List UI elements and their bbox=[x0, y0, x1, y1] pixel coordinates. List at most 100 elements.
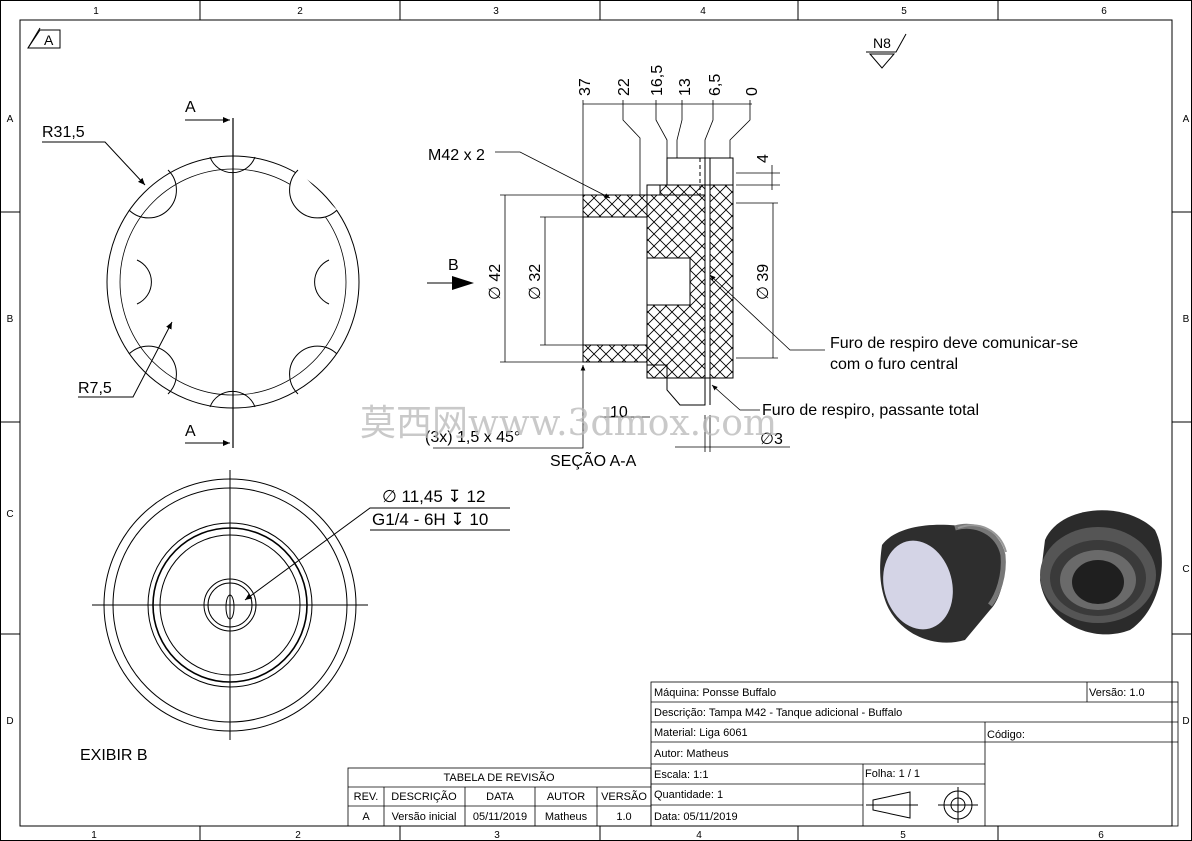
col-label: 1 bbox=[93, 6, 99, 17]
col-label: 2 bbox=[297, 6, 303, 17]
col-label: 3 bbox=[493, 6, 499, 17]
title-block-text: Máquina: Ponsse Buffalo Versão: 1.0 Desc… bbox=[654, 687, 1145, 823]
thread-callout: M42 x 2 bbox=[428, 147, 485, 164]
descricao-cell: Versão inicial bbox=[392, 811, 457, 823]
note-vent-line1: Furo de respiro deve comunicar-se bbox=[830, 335, 1078, 352]
view-b-label: B bbox=[448, 257, 459, 274]
col-label: 5 bbox=[900, 830, 906, 841]
data-label: Data: bbox=[654, 811, 680, 823]
revision-triangle: A bbox=[27, 27, 61, 49]
section-title: SEÇÃO A-A bbox=[550, 450, 637, 470]
col-label: 5 bbox=[901, 6, 907, 17]
surface-finish-value: N8 bbox=[873, 35, 891, 51]
svg-text:Escala: 1:1: Escala: 1:1 bbox=[654, 769, 708, 781]
ordinate-22: 22 bbox=[616, 78, 633, 96]
svg-text:Quantidade: 1: Quantidade: 1 bbox=[654, 789, 723, 801]
maquina-label: Máquina: bbox=[654, 687, 699, 699]
row-label: C bbox=[6, 509, 13, 520]
revision-mark: A bbox=[44, 32, 54, 48]
hole-callout-thread: G1/4 - 6H ↧ 10 bbox=[372, 510, 488, 529]
descricao-header: DESCRIÇÃO bbox=[391, 790, 457, 803]
folha-value: 1 / 1 bbox=[899, 768, 920, 780]
escala-value: 1:1 bbox=[693, 769, 708, 781]
dia-42: ∅ 42 bbox=[487, 264, 504, 300]
col-label: 4 bbox=[696, 830, 702, 841]
ordinate-0: 0 bbox=[744, 87, 761, 96]
col-label: 2 bbox=[295, 830, 301, 841]
dim-4: 4 bbox=[755, 154, 772, 163]
dia-39: ∅ 39 bbox=[755, 264, 772, 300]
dim-10: 10 bbox=[610, 404, 628, 421]
versao-label: Versão: bbox=[1089, 687, 1126, 699]
col-label: 3 bbox=[494, 830, 500, 841]
ordinate-labels: 37 22 16,5 13 6,5 0 4 ∅ 42 ∅ 32 ∅ 39 bbox=[487, 65, 772, 300]
data-header: DATA bbox=[486, 791, 514, 803]
ordinate-37: 37 bbox=[577, 78, 594, 96]
autor-header: AUTOR bbox=[547, 791, 585, 803]
row-label: B bbox=[7, 314, 14, 325]
ordinate-16-5: 16,5 bbox=[649, 65, 666, 96]
projection-symbol bbox=[866, 787, 978, 823]
ordinate-dimensions bbox=[433, 100, 825, 452]
row-label: D bbox=[6, 716, 13, 727]
svg-text:Versão: 1.0: Versão: 1.0 bbox=[1089, 687, 1145, 699]
folha-label: Folha: bbox=[865, 768, 896, 780]
data-cell: 05/11/2019 bbox=[473, 811, 527, 823]
note-vent-line2: com o furo central bbox=[830, 356, 958, 373]
revision-table-title: TABELA DE REVISÃO bbox=[443, 771, 555, 784]
row-label: D bbox=[1182, 716, 1189, 727]
ordinate-13: 13 bbox=[677, 78, 694, 96]
col-label: 1 bbox=[91, 830, 97, 841]
zone-labels: 1 2 3 4 5 6 1 2 3 4 5 6 A B C D A B C D bbox=[6, 6, 1189, 841]
rev-header: REV. bbox=[354, 791, 379, 803]
dia-3: ∅3 bbox=[760, 431, 783, 448]
watermark: 莫西网www.3dmox.com bbox=[360, 403, 777, 444]
section-label-bottom: A bbox=[185, 423, 196, 440]
descricao-label: Descrição: bbox=[654, 707, 706, 719]
chamfer-callout: (3x) 1,5 x 45° bbox=[425, 429, 520, 446]
escala-label: Escala: bbox=[654, 769, 690, 781]
front-view bbox=[42, 117, 360, 448]
bottom-view-title: EXIBIR B bbox=[80, 747, 148, 764]
note-vent-through: Furo de respiro, passante total bbox=[762, 402, 979, 419]
iso-view-back bbox=[1040, 510, 1162, 635]
versao-value: 1.0 bbox=[1129, 687, 1144, 699]
radius-small-label: R7,5 bbox=[78, 380, 112, 397]
col-label: 6 bbox=[1098, 830, 1104, 841]
row-label: A bbox=[1183, 114, 1190, 125]
autor-cell: Matheus bbox=[545, 811, 588, 823]
dia-32: ∅ 32 bbox=[527, 264, 544, 300]
versao-cell: 1.0 bbox=[616, 811, 631, 823]
data-value: 05/11/2019 bbox=[683, 811, 737, 823]
bottom-view bbox=[92, 470, 510, 740]
autor-value: Matheus bbox=[686, 748, 729, 760]
quantidade-value: 1 bbox=[717, 789, 723, 801]
row-label: A bbox=[7, 114, 14, 125]
section-label-top: A bbox=[185, 99, 196, 116]
svg-text:Material: Liga 6061: Material: Liga 6061 bbox=[654, 727, 748, 739]
view-b-arrow bbox=[427, 276, 474, 290]
radius-large-label: R31,5 bbox=[42, 124, 85, 141]
quantidade-label: Quantidade: bbox=[654, 789, 714, 801]
rev-cell: A bbox=[362, 811, 370, 823]
section-view bbox=[582, 157, 734, 406]
row-label: C bbox=[1182, 564, 1189, 575]
iso-view-front bbox=[880, 523, 1007, 643]
title-block bbox=[650, 681, 1179, 827]
revision-table bbox=[347, 767, 652, 827]
material-label: Material: bbox=[654, 727, 696, 739]
svg-text:Máquina: Ponsse Buffalo: Máquina: Ponsse Buffalo bbox=[654, 687, 776, 699]
row-label: B bbox=[1183, 314, 1190, 325]
surface-finish-symbol: N8 bbox=[866, 33, 907, 69]
svg-text:Descrição: Tampa M42 - Tanque: Descrição: Tampa M42 - Tanque adicional … bbox=[654, 707, 902, 719]
ordinate-6-5: 6,5 bbox=[707, 74, 724, 96]
material-value: Liga 6061 bbox=[699, 727, 747, 739]
hole-callout-diameter: ∅ 11,45 ↧ 12 bbox=[382, 487, 485, 506]
autor-label: Autor: bbox=[654, 748, 683, 760]
col-label: 4 bbox=[700, 6, 706, 17]
maquina-value: Ponsse Buffalo bbox=[702, 687, 776, 699]
revision-table-row: A Versão inicial 05/11/2019 Matheus 1.0 bbox=[362, 811, 631, 823]
col-label: 6 bbox=[1101, 6, 1107, 17]
svg-text:Data: 05/11/2019: Data: 05/11/2019 bbox=[654, 811, 738, 823]
